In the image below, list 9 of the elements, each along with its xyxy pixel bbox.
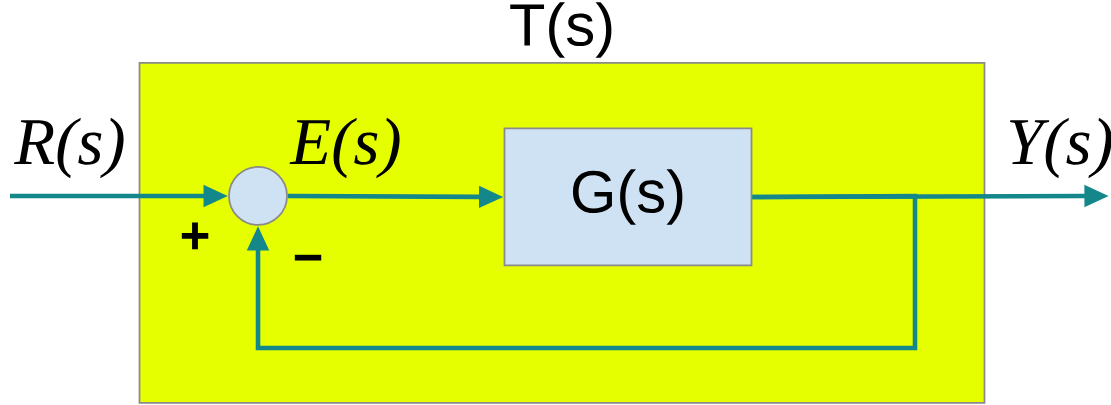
summing-junction: [228, 166, 288, 226]
arrow: [246, 193, 918, 351]
node-label: T(s): [510, 2, 612, 58]
process-box: G(s): [503, 127, 753, 267]
sign-label: −: [294, 254, 322, 261]
sign-label: +: [181, 222, 209, 250]
signal-label: E(s): [289, 117, 400, 179]
signal-label: Y(s): [1010, 117, 1111, 179]
signal-label: R(s): [14, 117, 124, 179]
